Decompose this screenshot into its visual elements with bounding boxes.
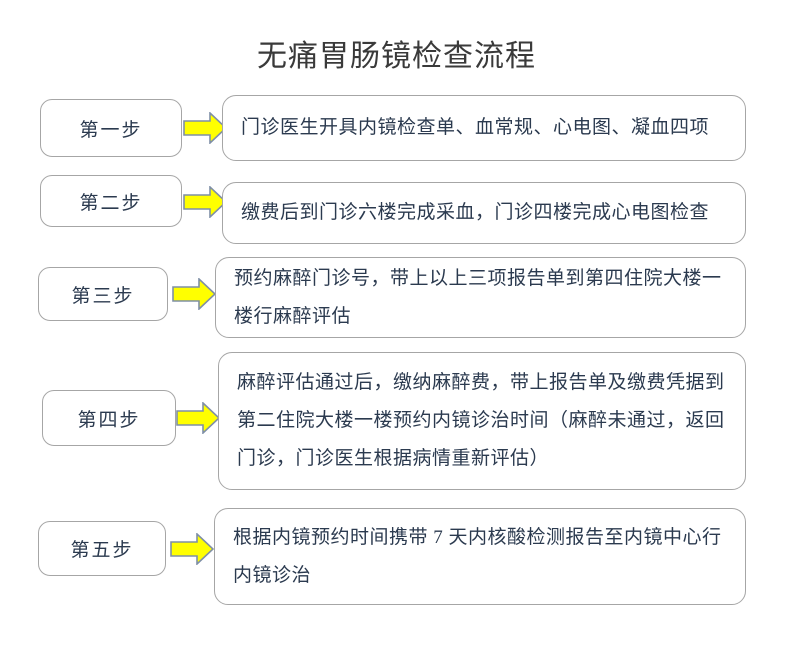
right-arrow-icon bbox=[183, 186, 227, 218]
content-line: 楼行麻醉评估 bbox=[234, 305, 352, 327]
right-arrow-icon bbox=[172, 278, 216, 310]
step-box-1[interactable]: 第一步 bbox=[40, 99, 182, 157]
step-label-5: 第五步 bbox=[70, 540, 134, 561]
content-line: 麻醉评估通过后，缴纳麻醉费，带上报告单及缴费凭据到 bbox=[237, 372, 725, 393]
step-box-3[interactable]: 第三步 bbox=[38, 267, 168, 321]
content-box-3[interactable]: 预约麻醉门诊号，带上以上三项报告单到第四住院大楼一 楼行麻醉评估 bbox=[215, 257, 746, 338]
step-label-2: 第二步 bbox=[79, 192, 143, 214]
step-label-1: 第一步 bbox=[79, 119, 143, 141]
right-arrow-icon bbox=[176, 402, 220, 434]
content-line: 内镜诊治 bbox=[233, 564, 312, 586]
step-box-4[interactable]: 第四步 bbox=[42, 390, 176, 446]
content-line: 根据内镜预约时间携带 7 天内核酸检测报告至内镜中心行 bbox=[233, 526, 722, 548]
right-arrow-icon bbox=[170, 533, 214, 565]
content-box-5[interactable]: 根据内镜预约时间携带 7 天内核酸检测报告至内镜中心行 内镜诊治 bbox=[214, 508, 746, 605]
content-box-2[interactable]: 缴费后到门诊六楼完成采血，门诊四楼完成心电图检查 bbox=[222, 182, 746, 244]
content-line: 预约麻醉门诊号，带上以上三项报告单到第四住院大楼一 bbox=[234, 267, 722, 289]
content-line: 门诊，门诊医生根据病情重新评估） bbox=[237, 448, 550, 469]
content-line: 第二住院大楼一楼预约内镜诊治时间（麻醉未通过，返回 bbox=[237, 410, 725, 431]
page-title: 无痛胃肠镜检查流程 bbox=[257, 40, 536, 73]
step-box-5[interactable]: 第五步 bbox=[38, 521, 166, 576]
right-arrow-icon bbox=[183, 112, 227, 144]
content-line: 门诊医生开具内镜检查单、血常规、心电图、凝血四项 bbox=[241, 117, 710, 138]
step-box-2[interactable]: 第二步 bbox=[40, 175, 182, 227]
content-box-1[interactable]: 门诊医生开具内镜检查单、血常规、心电图、凝血四项 bbox=[222, 95, 746, 161]
step-label-3: 第三步 bbox=[71, 285, 135, 307]
step-label-4: 第四步 bbox=[77, 409, 141, 431]
content-line: 缴费后到门诊六楼完成采血，门诊四楼完成心电图检查 bbox=[241, 202, 710, 223]
content-box-4[interactable]: 麻醉评估通过后，缴纳麻醉费，带上报告单及缴费凭据到 第二住院大楼一楼预约内镜诊治… bbox=[218, 352, 746, 490]
